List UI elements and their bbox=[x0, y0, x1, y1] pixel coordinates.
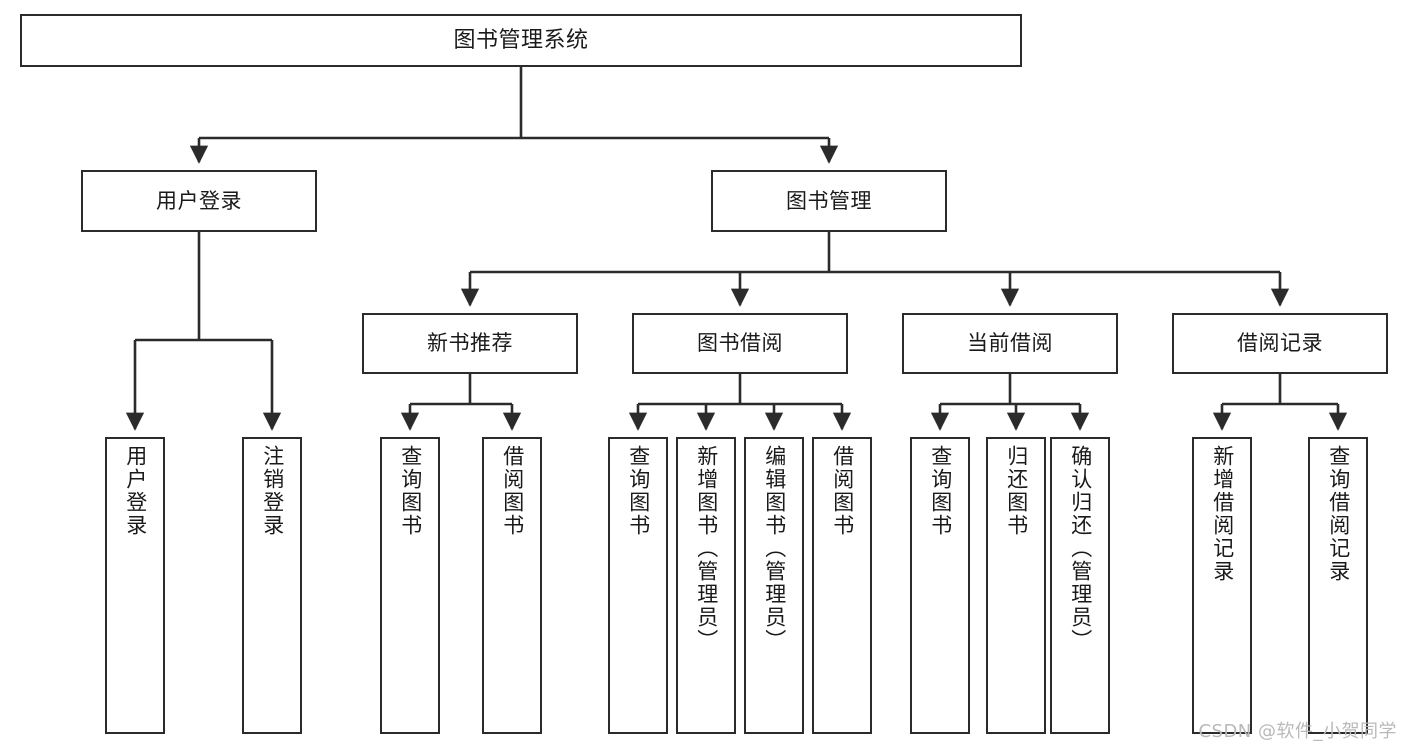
leaf-add-book-admin[interactable]: 新增图书（管理员） bbox=[676, 437, 736, 734]
node-book-management[interactable]: 图书管理 bbox=[711, 170, 947, 232]
node-label: 查询图书 bbox=[398, 445, 423, 537]
node-label: 借阅图书 bbox=[500, 445, 525, 537]
node-borrow-records[interactable]: 借阅记录 bbox=[1172, 313, 1388, 374]
node-label: 图书管理 bbox=[786, 188, 872, 213]
leaf-return-book[interactable]: 归还图书 bbox=[986, 437, 1046, 734]
leaf-query-book-newbook[interactable]: 查询图书 bbox=[380, 437, 440, 734]
leaf-query-borrow-record[interactable]: 查询借阅记录 bbox=[1308, 437, 1368, 734]
leaf-borrow-book-newbook[interactable]: 借阅图书 bbox=[482, 437, 542, 734]
node-new-book-recommend[interactable]: 新书推荐 bbox=[362, 313, 578, 374]
node-label: 查询图书 bbox=[928, 445, 953, 537]
node-label: 借阅图书 bbox=[830, 445, 855, 537]
leaf-logout[interactable]: 注销登录 bbox=[242, 437, 302, 734]
node-label: 新增图书（管理员） bbox=[694, 445, 719, 652]
node-label: 用户登录 bbox=[156, 188, 242, 213]
leaf-query-book-borrow[interactable]: 查询图书 bbox=[608, 437, 668, 734]
node-label: 新书推荐 bbox=[427, 331, 513, 356]
csdn-watermark: CSDN @软件_小贺同学 bbox=[1198, 721, 1397, 742]
node-label: 查询图书 bbox=[626, 445, 651, 537]
node-label: 确认归还（管理员） bbox=[1068, 445, 1093, 652]
node-label: 注销登录 bbox=[260, 445, 285, 537]
node-label: 归还图书 bbox=[1004, 445, 1029, 537]
node-current-borrow[interactable]: 当前借阅 bbox=[902, 313, 1118, 374]
node-label: 用户登录 bbox=[123, 445, 148, 537]
leaf-confirm-return-admin[interactable]: 确认归还（管理员） bbox=[1050, 437, 1110, 734]
node-label: 当前借阅 bbox=[967, 331, 1053, 356]
node-label: 新增借阅记录 bbox=[1210, 445, 1235, 583]
leaf-user-login[interactable]: 用户登录 bbox=[105, 437, 165, 734]
node-root-system[interactable]: 图书管理系统 bbox=[20, 14, 1022, 67]
node-label: 图书借阅 bbox=[697, 331, 783, 356]
node-label: 借阅记录 bbox=[1237, 331, 1323, 356]
node-label: 图书管理系统 bbox=[453, 27, 589, 53]
leaf-edit-book-admin[interactable]: 编辑图书（管理员） bbox=[744, 437, 804, 734]
node-user-login[interactable]: 用户登录 bbox=[81, 170, 317, 232]
node-label: 查询借阅记录 bbox=[1326, 445, 1351, 583]
leaf-query-book-current[interactable]: 查询图书 bbox=[910, 437, 970, 734]
leaf-borrow-book[interactable]: 借阅图书 bbox=[812, 437, 872, 734]
node-label: 编辑图书（管理员） bbox=[762, 445, 787, 652]
leaf-add-borrow-record[interactable]: 新增借阅记录 bbox=[1192, 437, 1252, 734]
node-book-borrow[interactable]: 图书借阅 bbox=[632, 313, 848, 374]
